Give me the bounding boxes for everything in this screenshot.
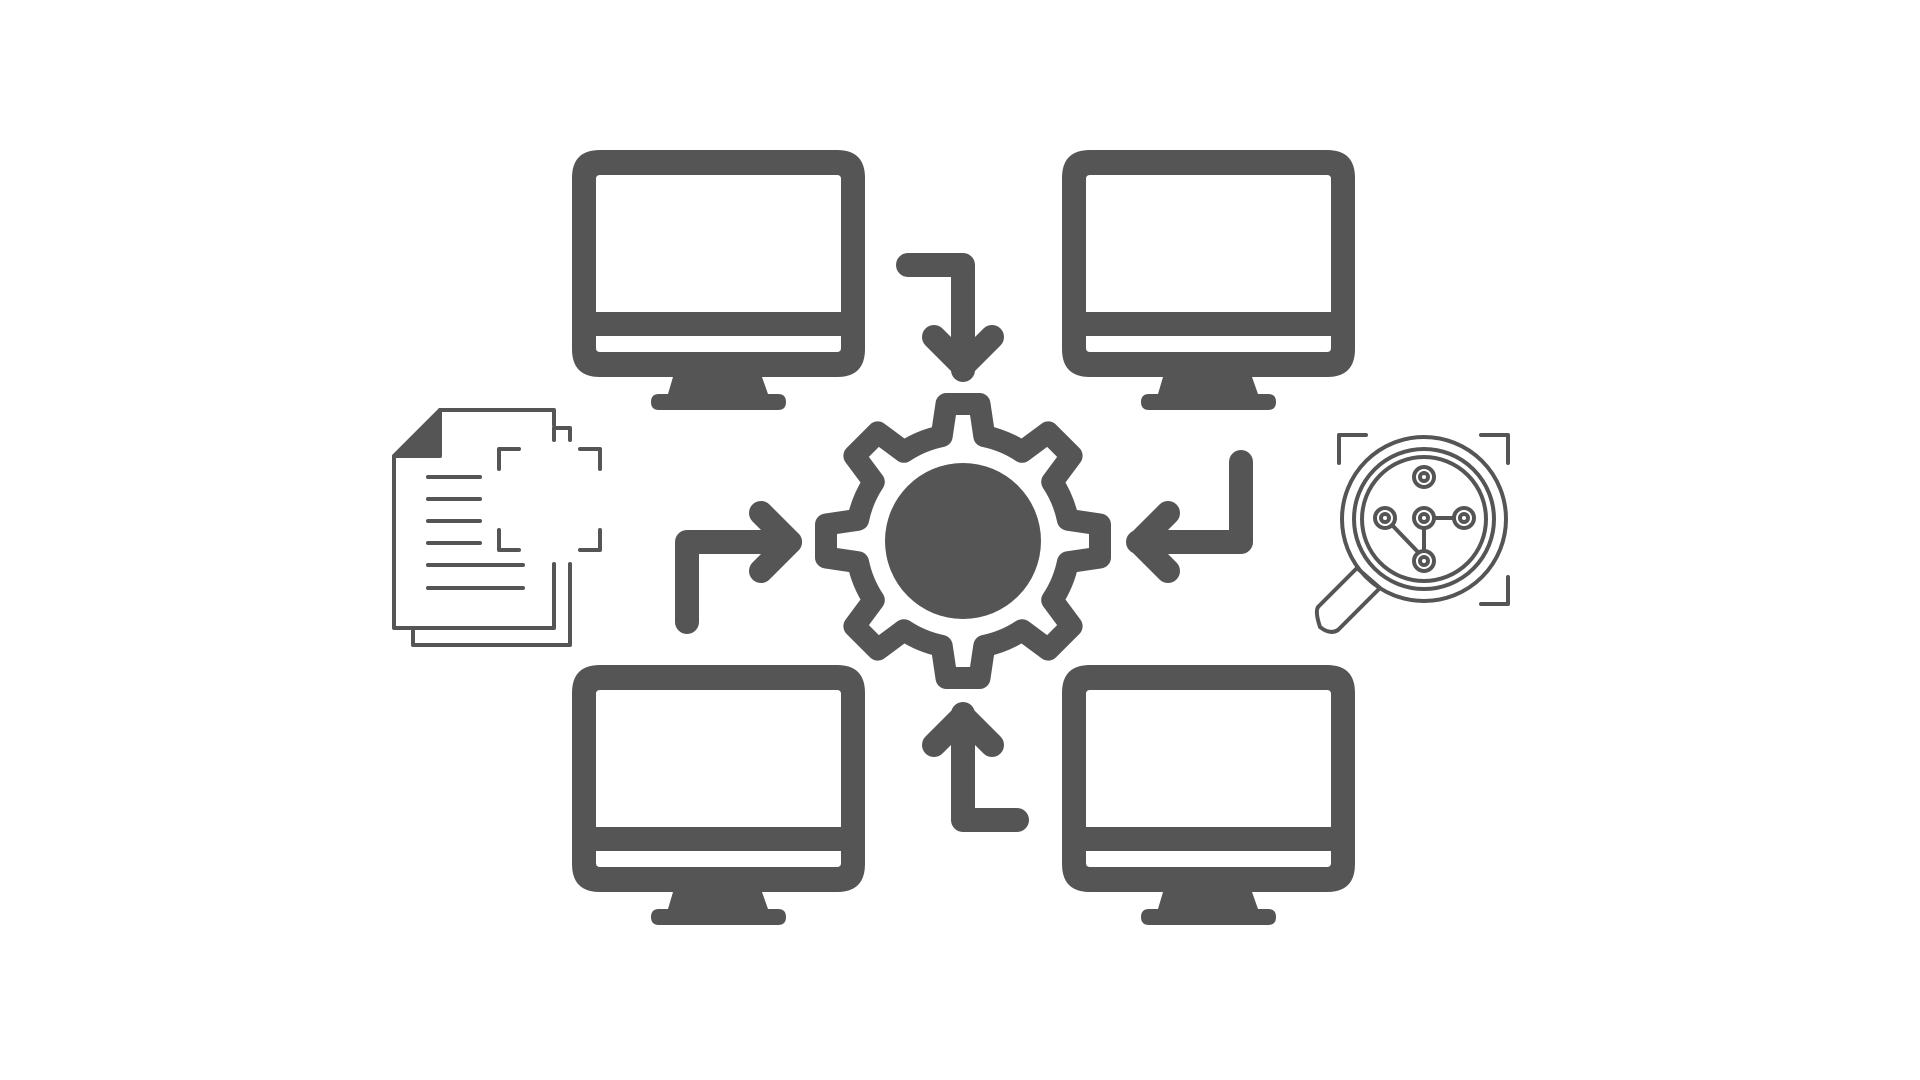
magnifier-network-icon — [1314, 433, 1510, 634]
arrow-bottom — [922, 702, 1029, 832]
gear-hub — [885, 463, 1041, 619]
gear-icon — [815, 393, 1111, 689]
arrow-left — [675, 501, 802, 634]
monitor-top-left — [572, 150, 865, 410]
monitor-top-right — [1062, 150, 1355, 410]
monitor-bottom-right — [1062, 665, 1355, 925]
arrow-right — [1126, 450, 1253, 583]
arrow-top — [896, 253, 1004, 382]
document-scan-icon — [392, 408, 602, 647]
monitor-bottom-left — [572, 665, 865, 925]
